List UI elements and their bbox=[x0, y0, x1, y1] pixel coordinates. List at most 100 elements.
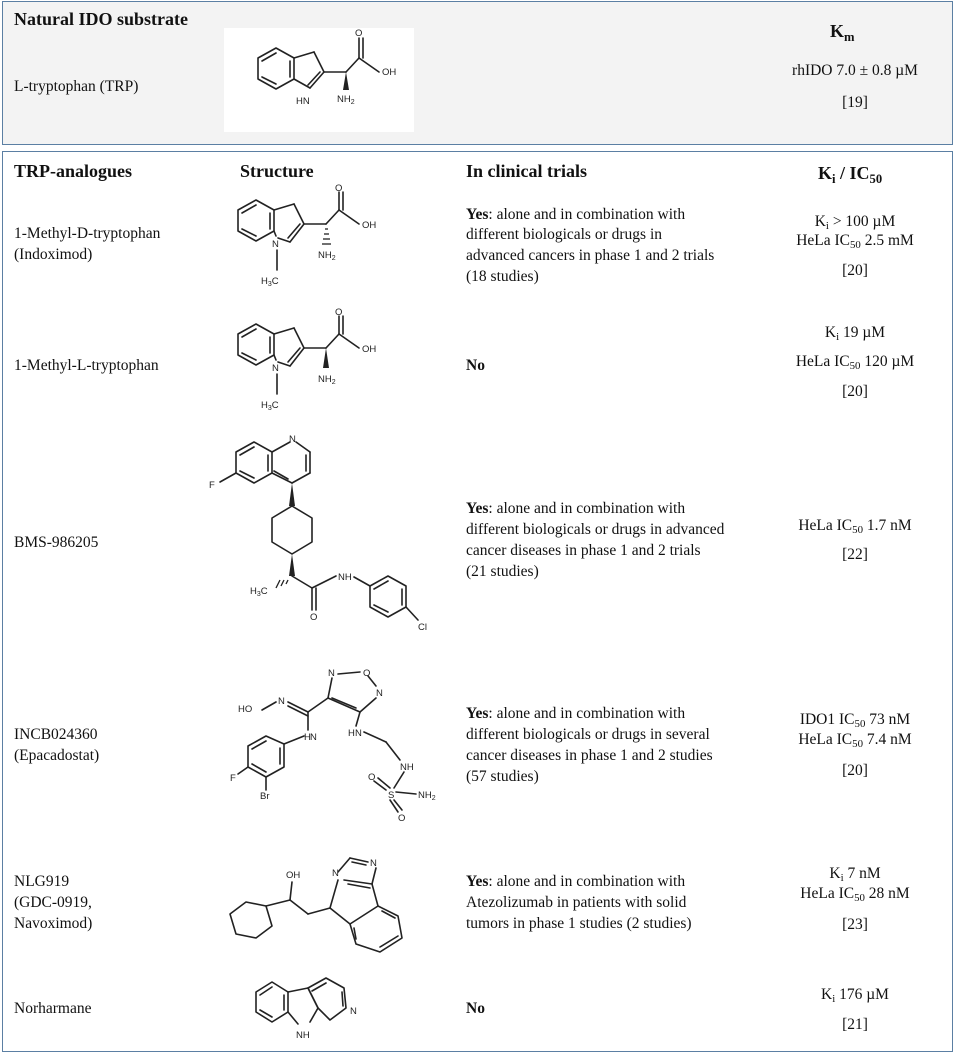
km-reference: [19] bbox=[842, 94, 868, 111]
trial-text: different biologicals or drugs in advanc… bbox=[466, 521, 725, 538]
svg-text:N: N bbox=[376, 688, 383, 699]
compound-alias: (GDC-0919, bbox=[14, 894, 92, 911]
compound-name: INCB024360 bbox=[14, 726, 98, 743]
ki-value: Ki 7 nM bbox=[829, 865, 881, 884]
natural-substrate-panel bbox=[2, 1, 953, 145]
trial-text: tumors in phase 1 studies (2 studies) bbox=[466, 915, 692, 932]
norharmane-structure: NH N bbox=[255, 977, 357, 1041]
svg-text:HO: HO bbox=[238, 704, 252, 715]
trial-text: cancer diseases in phase 1 and 2 studies bbox=[466, 747, 713, 764]
indoximod-structure: N H3C O OH NH2 bbox=[237, 183, 376, 288]
compound-alias: (Epacadostat) bbox=[14, 747, 100, 764]
ic50-value: HeLa IC50 1.7 nM bbox=[798, 517, 912, 536]
svg-text:OH: OH bbox=[286, 870, 300, 881]
reference: [20] bbox=[842, 383, 868, 400]
svg-text:O: O bbox=[368, 772, 375, 783]
ic50-value: HeLa IC50 2.5 mM bbox=[796, 232, 914, 251]
ic50-value: HeLa IC50 28 nM bbox=[800, 885, 910, 904]
trial-text: Atezolizumab in patients with solid bbox=[466, 894, 687, 911]
svg-text:O: O bbox=[335, 307, 342, 318]
methyl-l-tryptophan-structure: N H3C O OH NH2 bbox=[237, 307, 376, 412]
compound-name: NLG919 bbox=[14, 873, 70, 890]
svg-text:H3C: H3C bbox=[261, 400, 279, 412]
svg-text:O: O bbox=[335, 183, 342, 194]
reference: [21] bbox=[842, 1016, 868, 1033]
svg-text:NH2: NH2 bbox=[337, 94, 355, 106]
svg-text:H3C: H3C bbox=[250, 586, 268, 598]
analogues-table bbox=[2, 151, 953, 1052]
trial-text: (57 studies) bbox=[466, 768, 539, 785]
svg-text:N: N bbox=[310, 732, 317, 743]
trial-text: (18 studies) bbox=[466, 268, 539, 285]
ki-value: Ki 19 µM bbox=[824, 324, 886, 343]
tryptophan-structure: HN O OH NH2 bbox=[257, 28, 396, 107]
trial-text: Yes: alone and in combination with bbox=[466, 206, 686, 223]
svg-text:O: O bbox=[363, 668, 370, 679]
svg-text:F: F bbox=[209, 480, 215, 491]
header-ki-ic50: Ki / IC50 bbox=[818, 163, 883, 186]
trial-text: different biologicals or drugs in severa… bbox=[466, 726, 710, 743]
svg-text:NH2: NH2 bbox=[418, 790, 436, 802]
compound-name: 1-Methyl-D-tryptophan bbox=[14, 225, 161, 242]
trial-text: advanced cancers in phase 1 and 2 trials bbox=[466, 247, 715, 264]
epacadostat-structure: N O N N HO H N F Br H N NH bbox=[230, 668, 436, 824]
reference: [22] bbox=[842, 546, 868, 563]
reference: [23] bbox=[842, 916, 868, 933]
reference: [20] bbox=[842, 762, 868, 779]
svg-text:N: N bbox=[272, 239, 279, 250]
svg-text:NH: NH bbox=[338, 572, 352, 583]
trial-text: Yes: alone and in combination with bbox=[466, 705, 686, 722]
navoximod-structure: OH N N bbox=[229, 857, 403, 953]
svg-text:NH: NH bbox=[296, 1030, 310, 1041]
svg-text:O: O bbox=[310, 612, 317, 623]
svg-text:OH: OH bbox=[382, 67, 396, 78]
svg-text:H: H bbox=[304, 732, 311, 743]
svg-text:N: N bbox=[272, 363, 279, 374]
svg-text:OH: OH bbox=[362, 220, 376, 231]
svg-text:H: H bbox=[348, 728, 355, 739]
svg-text:N: N bbox=[370, 858, 377, 869]
bms-986205-structure: N F H3C O NH Cl bbox=[209, 434, 427, 633]
svg-text:Br: Br bbox=[260, 791, 270, 802]
trial-text: No bbox=[466, 357, 485, 374]
compound-alias: (Indoximod) bbox=[14, 246, 93, 263]
header-clinical-trials: In clinical trials bbox=[466, 161, 587, 181]
km-value: rhIDO 7.0 ± 0.8 µM bbox=[792, 62, 918, 79]
trial-text: No bbox=[466, 1000, 485, 1017]
natural-substrate-name: L-tryptophan (TRP) bbox=[14, 78, 139, 95]
reference: [20] bbox=[842, 262, 868, 279]
km-header: Km bbox=[830, 21, 855, 44]
svg-text:NH2: NH2 bbox=[318, 374, 336, 386]
trial-text: Yes: alone and in combination with bbox=[466, 873, 686, 890]
svg-text:N: N bbox=[350, 1006, 357, 1017]
trial-text: different biologicals or drugs in bbox=[466, 226, 663, 243]
svg-text:H3C: H3C bbox=[261, 276, 279, 288]
compound-name: 1-Methyl-L-tryptophan bbox=[14, 357, 159, 374]
trial-text: Yes: alone and in combination with bbox=[466, 500, 686, 517]
svg-text:N: N bbox=[278, 696, 285, 707]
svg-text:O: O bbox=[398, 813, 405, 824]
natural-substrate-heading: Natural IDO substrate bbox=[14, 9, 188, 29]
trial-text: cancer diseases in phase 1 and 2 trials bbox=[466, 542, 701, 559]
svg-text:N: N bbox=[328, 668, 335, 679]
svg-text:Cl: Cl bbox=[418, 622, 427, 633]
ic50-value: HeLa IC50 7.4 nM bbox=[798, 731, 912, 750]
svg-text:N: N bbox=[289, 434, 296, 445]
svg-text:OH: OH bbox=[362, 344, 376, 355]
svg-text:O: O bbox=[355, 28, 362, 39]
ic50-value: HeLa IC50 120 µM bbox=[795, 353, 915, 372]
ki-value: Ki > 100 µM bbox=[814, 213, 896, 232]
svg-text:HN: HN bbox=[296, 96, 310, 107]
svg-text:N: N bbox=[355, 728, 362, 739]
compound-alias: Navoximod) bbox=[14, 915, 93, 932]
svg-text:NH: NH bbox=[400, 762, 414, 773]
svg-text:S: S bbox=[388, 790, 394, 801]
svg-text:F: F bbox=[230, 773, 236, 784]
compound-name: BMS-986205 bbox=[14, 534, 99, 551]
svg-text:N: N bbox=[332, 868, 339, 879]
header-trp-analogues: TRP-analogues bbox=[14, 161, 133, 181]
ki-value: Ki 176 µM bbox=[821, 986, 889, 1005]
compound-name: Norharmane bbox=[14, 1000, 92, 1017]
header-structure: Structure bbox=[240, 161, 314, 181]
svg-text:NH2: NH2 bbox=[318, 250, 336, 262]
